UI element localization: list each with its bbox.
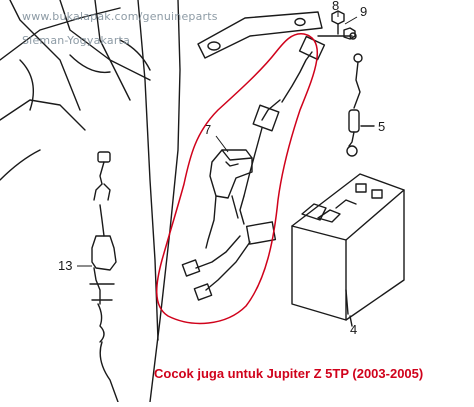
bolt-8 <box>317 10 356 40</box>
sensor-13 <box>89 151 119 403</box>
bolt-9 <box>349 32 357 40</box>
battery-4 <box>291 173 405 327</box>
watermark-location: Sleman-Yogyakarta <box>22 34 131 47</box>
watermark-url: www.bukalapak.com/genuineparts <box>22 10 218 23</box>
wire-harness <box>181 35 326 301</box>
callout-8: 8 <box>332 0 339 13</box>
cable-5 <box>346 53 375 157</box>
callout-4: 4 <box>350 322 357 337</box>
callout-9: 9 <box>360 4 367 19</box>
relay-7 <box>205 149 253 249</box>
bracket-plate <box>197 11 323 59</box>
caption: Cocok juga untuk Jupiter Z 5TP (2003-200… <box>154 366 424 381</box>
callout-13: 13 <box>58 258 72 273</box>
callout-leaders <box>77 12 358 267</box>
callout-5: 5 <box>378 119 385 134</box>
highlight-outline <box>156 33 319 325</box>
callout-7: 7 <box>204 122 211 137</box>
frame-fragment-left <box>0 0 181 403</box>
